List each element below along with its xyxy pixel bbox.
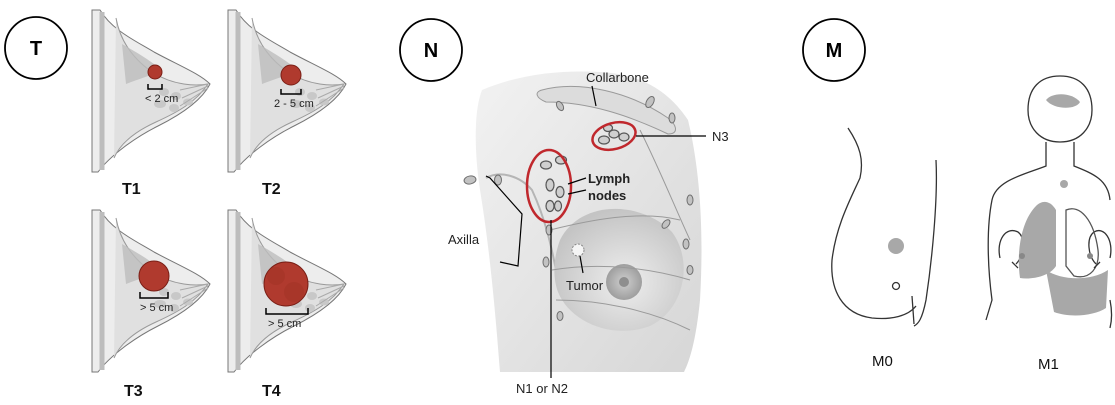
- tumor-t1: [148, 65, 162, 79]
- t4-size-label: > 5 cm: [268, 318, 301, 330]
- t-badge-letter: T: [30, 38, 42, 60]
- n-badge: N: [400, 19, 462, 81]
- tumor-t3: [139, 261, 169, 291]
- bone-metastasis: [1060, 180, 1068, 188]
- m-badge-letter: M: [826, 40, 843, 62]
- lymph-nodes-label-line2: nodes: [588, 188, 626, 203]
- t-panel: T < 2 cm T1 2 - 5 cm T2 > 5 cm T3: [5, 10, 346, 400]
- collarbone-label: Collarbone: [586, 70, 649, 85]
- t4-label: T4: [262, 383, 281, 400]
- t3-label: T3: [124, 383, 143, 400]
- tumor-n: [572, 244, 584, 256]
- m0-label: M0: [872, 353, 893, 370]
- chest-illustration: [463, 72, 701, 372]
- tumor-label: Tumor: [566, 278, 604, 293]
- m1-figure: [986, 76, 1112, 328]
- m1-label: M1: [1038, 356, 1059, 373]
- m0-node: [888, 238, 904, 254]
- t3-size-label: > 5 cm: [140, 302, 173, 314]
- m0-figure: [832, 128, 937, 326]
- t2-label: T2: [262, 181, 281, 198]
- n1-n2-label: N1 or N2: [516, 381, 568, 396]
- n3-label: N3: [712, 129, 729, 144]
- tumor-t2: [281, 65, 301, 85]
- t-badge: T: [5, 17, 67, 79]
- n-badge-letter: N: [424, 40, 438, 62]
- t1-size-label: < 2 cm: [145, 93, 178, 105]
- lung-metastasis: [1019, 202, 1056, 279]
- t2-size-label: 2 - 5 cm: [274, 98, 314, 110]
- stage-t2-figure: 2 - 5 cm: [228, 10, 346, 172]
- stage-t3-figure: > 5 cm: [92, 210, 210, 372]
- tumor-t4: [264, 262, 308, 306]
- stage-t1-figure: < 2 cm: [92, 10, 210, 172]
- lymph-nodes-label-line1: Lymph: [588, 171, 630, 186]
- axilla-label: Axilla: [448, 232, 480, 247]
- m-panel: M M0 M1: [803, 19, 1112, 373]
- stage-t4-figure: > 5 cm: [228, 210, 346, 372]
- n-panel: N: [400, 19, 729, 396]
- brain-metastasis: [1046, 94, 1080, 108]
- t1-label: T1: [122, 181, 141, 198]
- m-badge: M: [803, 19, 865, 81]
